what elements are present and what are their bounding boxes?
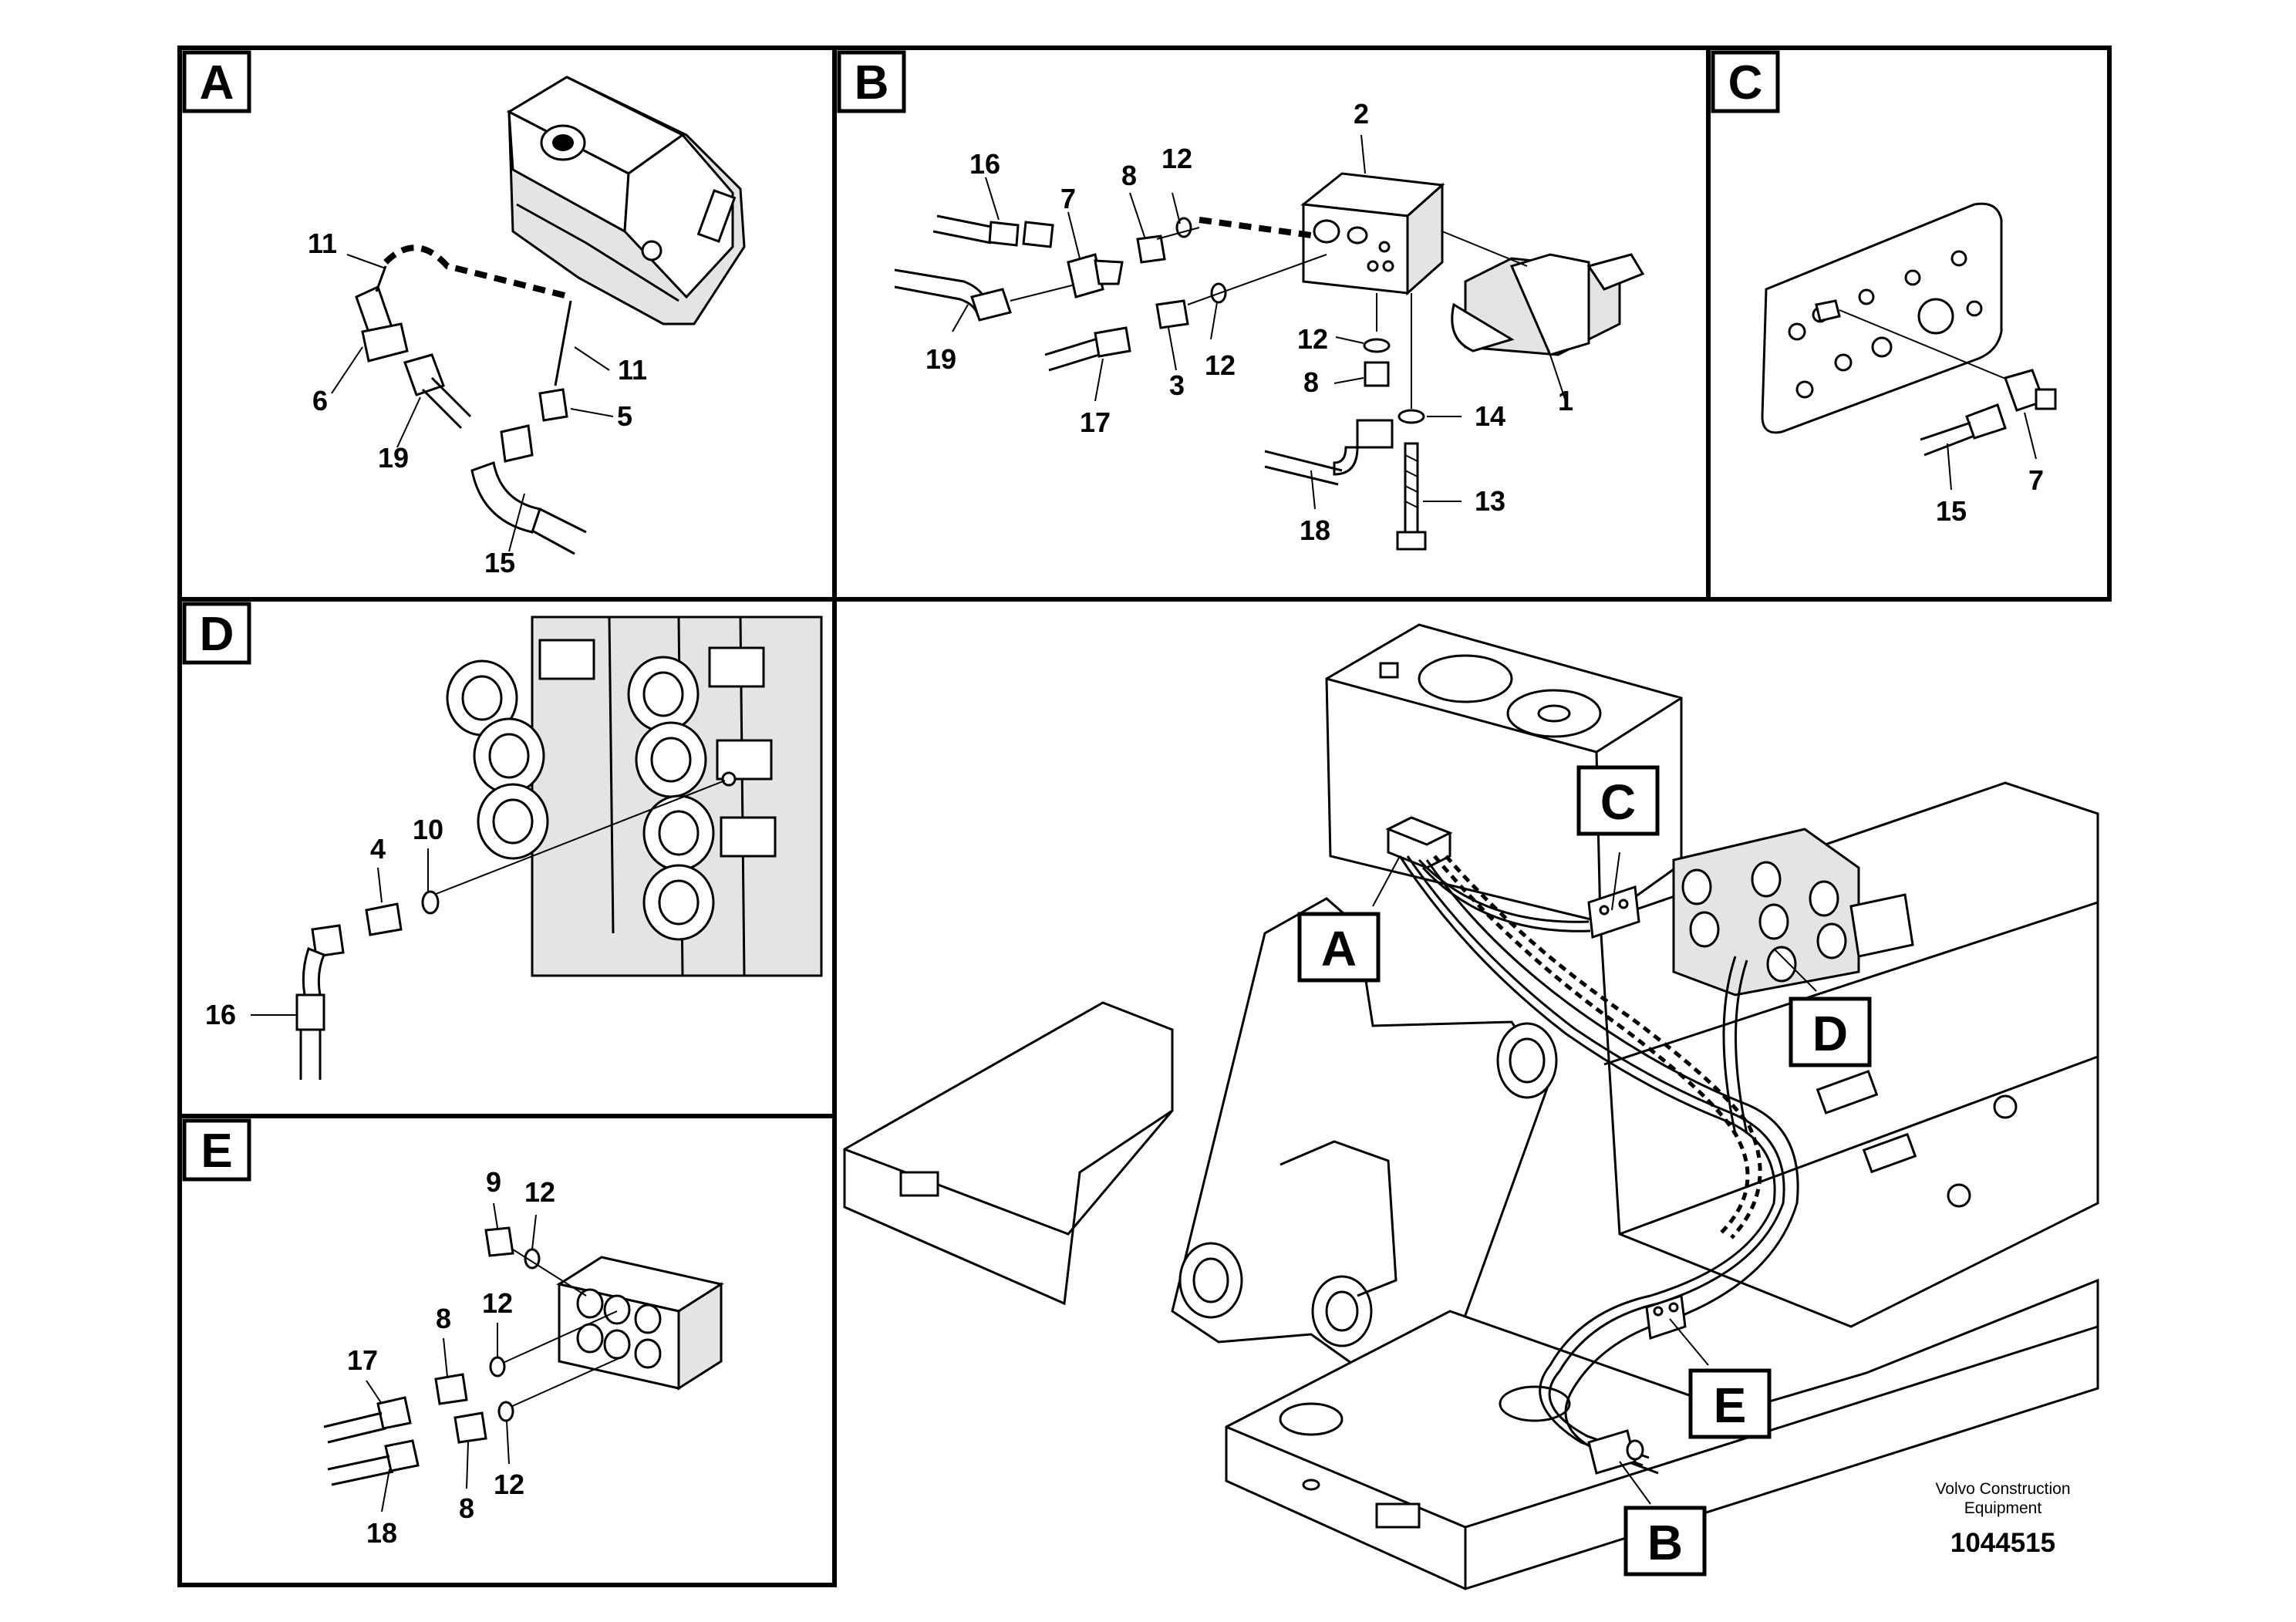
panel-b-drawing [894,134,1645,551]
svg-text:5: 5 [617,400,632,432]
svg-text:6: 6 [312,385,328,416]
panel-e-drawing [323,1202,724,1512]
callout-b: B [1623,1506,1707,1576]
svg-text:12: 12 [524,1176,555,1208]
panel-e-labels: 9 12 8 12 17 8 12 18 [347,1166,555,1549]
svg-text:3: 3 [1169,369,1185,401]
svg-text:13: 13 [1475,485,1505,517]
svg-text:12: 12 [1297,323,1328,355]
panel-c-labels: 15 7 [1936,464,2044,527]
svg-text:8: 8 [1303,366,1319,398]
svg-text:B: B [1647,1515,1683,1570]
callout-c: C [1576,765,1660,836]
svg-text:12: 12 [1161,143,1192,174]
svg-text:12: 12 [1205,349,1236,381]
svg-text:10: 10 [413,814,443,845]
svg-text:8: 8 [1121,160,1137,191]
svg-text:18: 18 [1300,514,1330,546]
svg-text:A: A [200,56,234,110]
svg-text:15: 15 [1936,495,1967,527]
panel-d-drawing [251,615,823,1080]
svg-text:B: B [855,56,889,110]
svg-text:D: D [1812,1006,1848,1061]
panel-a-drawing [331,76,746,555]
svg-text:14: 14 [1475,400,1505,432]
company-name-line2: Equipment [1964,1499,2042,1517]
callout-e: E [1688,1368,1772,1439]
panel-letter-e: E [182,1118,251,1182]
svg-text:1: 1 [1558,385,1573,416]
callout-d: D [1789,996,1872,1067]
svg-text:C: C [1600,774,1636,830]
svg-text:A: A [1321,921,1357,976]
svg-text:8: 8 [459,1492,474,1524]
callout-a: A [1297,912,1381,983]
panel-a-labels: 11 11 6 19 5 15 [308,228,647,578]
svg-text:11: 11 [308,228,337,259]
panel-letter-a: A [182,50,251,113]
svg-text:18: 18 [366,1517,397,1549]
svg-text:19: 19 [925,343,956,375]
svg-text:8: 8 [436,1303,451,1334]
panel-letter-b: B [837,50,906,113]
company-name-line1: Volvo Construction [1935,1480,2070,1498]
svg-text:12: 12 [494,1469,524,1500]
svg-text:7: 7 [1060,183,1076,214]
main-machine-drawing [843,623,2099,1590]
svg-text:E: E [1714,1378,1747,1433]
svg-text:15: 15 [484,547,515,578]
svg-text:7: 7 [2028,464,2044,496]
svg-text:17: 17 [347,1344,378,1376]
svg-text:9: 9 [486,1166,501,1198]
drawing-number: 1044515 [1950,1528,2055,1558]
svg-text:16: 16 [205,999,236,1030]
svg-text:19: 19 [378,442,409,474]
svg-text:12: 12 [482,1287,513,1319]
svg-text:2: 2 [1354,98,1369,130]
svg-text:C: C [1728,56,1763,110]
panel-b-labels: 2 16 7 8 12 12 8 19 17 3 12 14 1 13 18 [925,98,1573,546]
panel-d-labels: 4 10 16 [205,814,443,1030]
panel-c-drawing [1761,202,2057,491]
panel-frames [177,46,2112,1587]
footer: Volvo Construction Equipment 1044515 [1935,1480,2070,1558]
panel-letter-d: D [182,602,251,665]
panel-letter-c: C [1711,50,1780,113]
svg-text:E: E [201,1125,232,1178]
svg-text:11: 11 [618,354,647,386]
svg-text:16: 16 [969,148,1000,180]
svg-text:4: 4 [370,833,386,865]
svg-text:17: 17 [1080,406,1111,438]
svg-text:D: D [200,608,234,661]
